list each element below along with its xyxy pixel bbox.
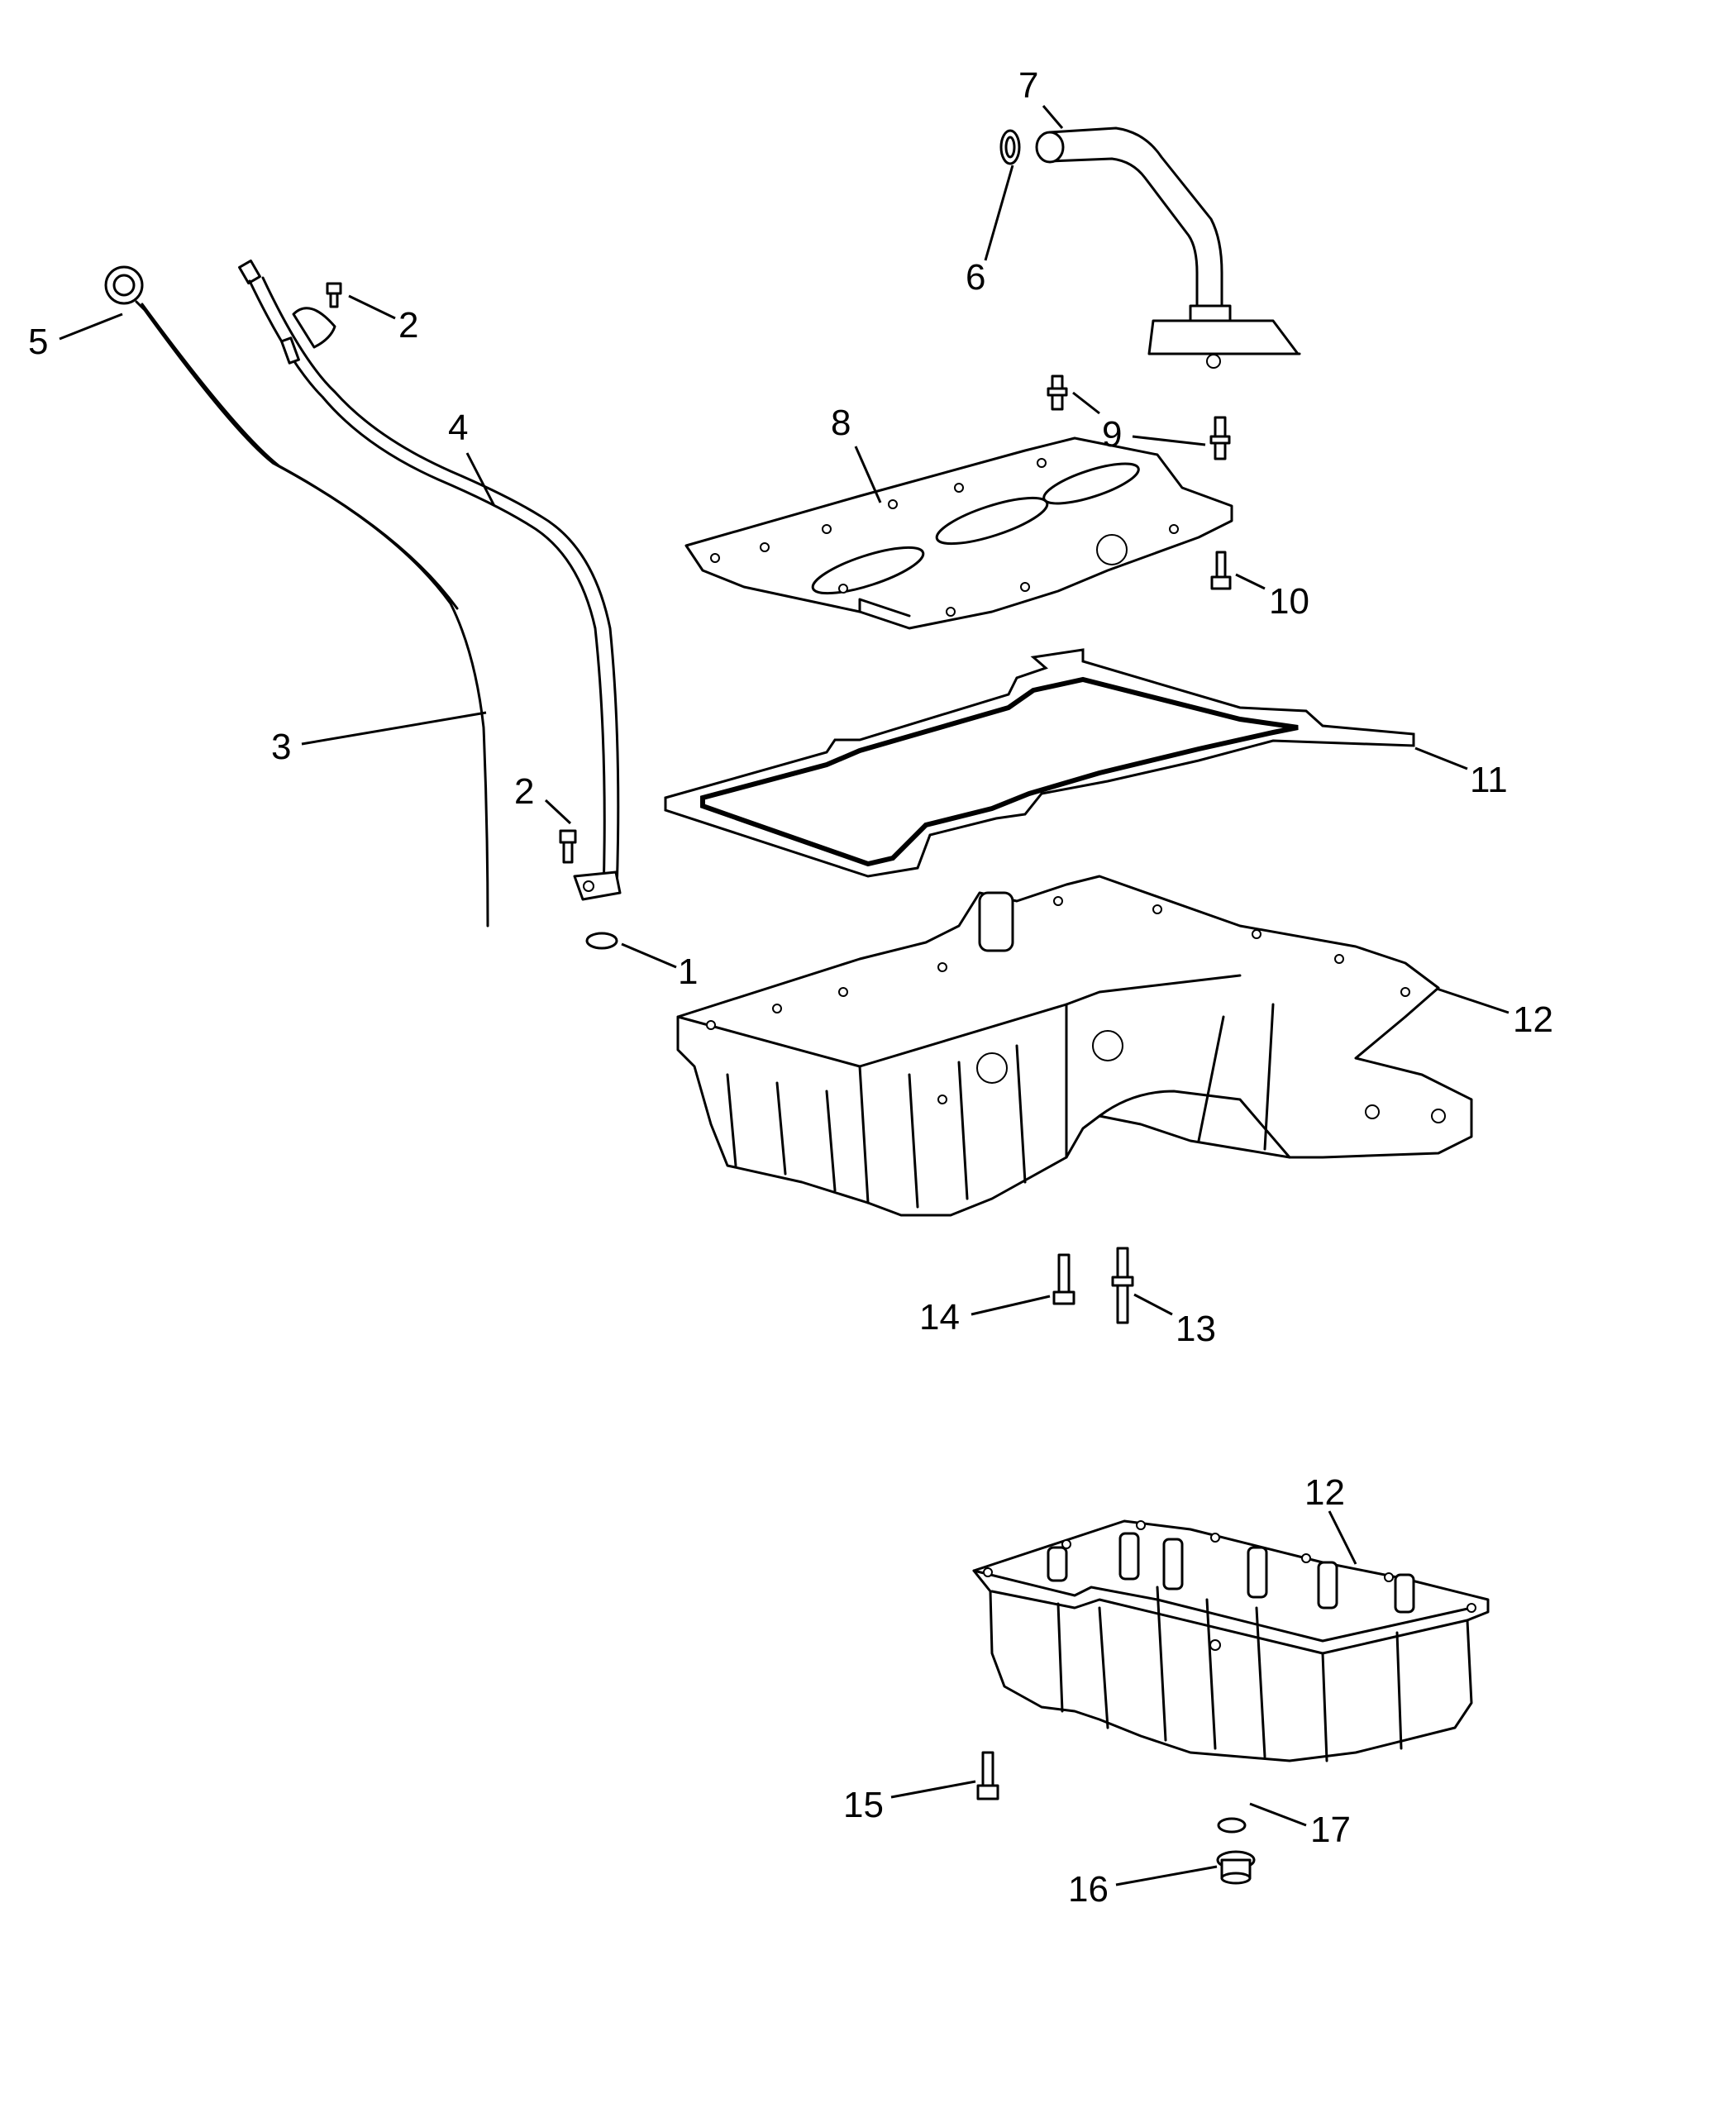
part-tray-bolt[interactable] xyxy=(1210,551,1232,590)
part-drain-plug[interactable] xyxy=(1216,1850,1256,1885)
part-oil-pickup-tube[interactable] xyxy=(999,126,1301,369)
callout-6: 6 xyxy=(966,257,985,298)
callout-13: 13 xyxy=(1176,1309,1216,1349)
callout-9: 9 xyxy=(1102,414,1122,455)
callout-5: 5 xyxy=(28,322,48,362)
callout-2-upper: 2 xyxy=(398,305,418,346)
part-stud-left[interactable] xyxy=(1047,374,1068,411)
callout-11: 11 xyxy=(1470,760,1508,800)
callout-1: 1 xyxy=(678,951,698,992)
leader-lines xyxy=(59,105,1509,1886)
part-oil-pan-upper[interactable] xyxy=(676,875,1473,1217)
callout-8: 8 xyxy=(831,403,851,443)
part-drain-washer[interactable] xyxy=(1217,1817,1247,1834)
part-pan-bolt[interactable] xyxy=(1052,1253,1075,1305)
callout-7: 7 xyxy=(1018,65,1038,106)
part-oil-pan-gasket[interactable] xyxy=(664,648,1415,878)
part-dipstick[interactable] xyxy=(104,265,489,928)
callout-12-upper: 12 xyxy=(1513,999,1553,1040)
part-o-ring[interactable] xyxy=(585,932,618,950)
part-bolt-lower[interactable] xyxy=(559,829,577,864)
callout-17: 17 xyxy=(1310,1810,1351,1850)
part-dipstick-tube[interactable] xyxy=(238,259,622,901)
part-windage-tray[interactable] xyxy=(684,436,1233,630)
callout-10: 10 xyxy=(1269,581,1309,622)
part-pan-stud[interactable] xyxy=(1111,1247,1134,1324)
callout-2-lower: 2 xyxy=(514,771,534,812)
part-oil-pan-lower[interactable] xyxy=(972,1519,1490,1762)
part-stud-right[interactable] xyxy=(1209,416,1231,460)
part-drain-area-bolt[interactable] xyxy=(976,1751,999,1800)
callout-16: 16 xyxy=(1068,1869,1109,1910)
callout-3: 3 xyxy=(271,727,291,767)
callout-12-lower: 12 xyxy=(1304,1472,1345,1513)
callout-14: 14 xyxy=(919,1297,960,1338)
callout-15: 15 xyxy=(843,1785,884,1825)
callout-4: 4 xyxy=(448,408,468,448)
part-bolt-upper[interactable] xyxy=(326,282,342,308)
